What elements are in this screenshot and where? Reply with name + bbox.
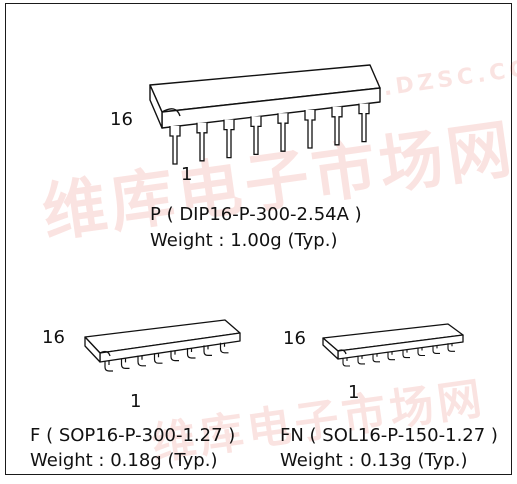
dip-lead xyxy=(331,106,343,146)
dip16-package-weight: Weight : 1.00g (Typ.) xyxy=(150,230,338,251)
sol16-package-weight: Weight : 0.13g (Typ.) xyxy=(280,450,468,471)
sop-lead xyxy=(170,350,179,362)
sop16-package-weight: Weight : 0.18g (Typ.) xyxy=(30,450,218,471)
sop16-package-name: F ( SOP16-P-300-1.27 ) xyxy=(30,425,236,446)
sol-lead xyxy=(447,343,455,352)
dip16-package-name: P ( DIP16-P-300-2.54A ) xyxy=(150,204,362,225)
sop-lead xyxy=(153,353,163,364)
sop-lead xyxy=(186,348,196,359)
dip16-pin-16-label: 16 xyxy=(110,109,133,130)
dip-lead xyxy=(223,119,235,159)
sol-lead xyxy=(372,353,380,363)
dip-lead xyxy=(250,116,262,156)
sol-lead xyxy=(357,355,365,365)
sop-lead xyxy=(137,355,146,367)
dip-lead xyxy=(358,103,370,143)
dip-lead xyxy=(169,126,181,165)
dip-lead xyxy=(277,113,289,152)
dip16-package-drawing xyxy=(149,64,381,165)
sop16-package-drawing xyxy=(84,319,241,372)
dip-lead xyxy=(196,122,208,162)
sol-lead xyxy=(432,345,440,354)
sop-lead xyxy=(219,342,229,354)
sol-lead xyxy=(387,351,395,361)
dip16-pin-1-label: 1 xyxy=(181,164,193,185)
sol-lead xyxy=(402,349,410,359)
sop16-pin-16-label: 16 xyxy=(42,327,65,348)
sol16-package-name: FN ( SOL16-P-150-1.27 ) xyxy=(280,425,498,446)
sol16-package-drawing xyxy=(322,323,464,367)
sop-lead xyxy=(120,358,130,369)
sop-lead xyxy=(203,345,212,356)
sol-lead xyxy=(417,347,425,357)
sol16-pin-16-label: 16 xyxy=(283,328,306,349)
dip-lead xyxy=(304,110,316,149)
sol-lead xyxy=(342,358,350,367)
sop-lead xyxy=(104,361,113,372)
sol16-pin-1-label: 1 xyxy=(348,382,360,403)
sop16-pin-1-label: 1 xyxy=(130,391,142,412)
